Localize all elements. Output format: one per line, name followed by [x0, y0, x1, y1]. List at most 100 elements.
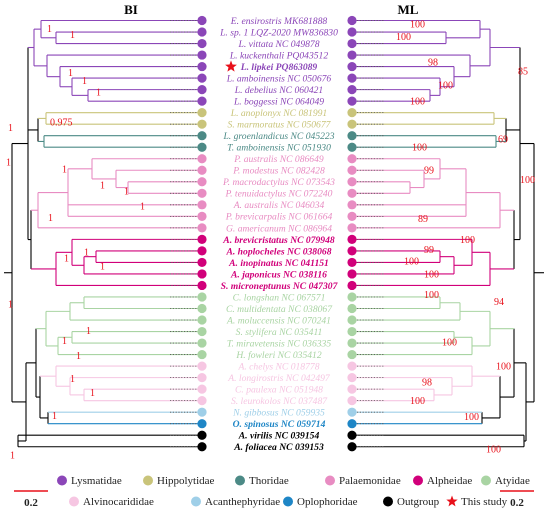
bi-support-value: 1 [100, 261, 105, 272]
taxon-label: A. hoplocheles NC 038068 [225, 246, 331, 257]
family-marker-right [347, 407, 357, 417]
family-marker-right [347, 430, 357, 440]
legend-label: Oplophoridae [297, 496, 358, 508]
legend-marker [283, 496, 293, 507]
bi-support-value: 1 [8, 123, 13, 134]
taxon-label: O. spinosus NC 059714 [233, 419, 326, 430]
family-marker-left [197, 142, 207, 152]
family-marker-left [197, 349, 207, 360]
family-marker-right [347, 315, 357, 325]
legend-marker [413, 475, 423, 486]
bi-support-value: 1 [124, 186, 129, 197]
family-marker-left [197, 61, 207, 72]
family-marker-right [347, 257, 357, 268]
taxon-label: P. tenuidactylus NC 072240 [225, 189, 333, 200]
bi-support-value: 1 [68, 68, 73, 79]
taxon-label: T. miravetensis NC 036335 [227, 338, 331, 349]
taxon-label: A. foliacea NC 039153 [233, 442, 324, 453]
ml-support-value: 99 [424, 166, 434, 177]
family-marker-right [347, 15, 357, 26]
taxon-label: A. moluccensis NC 070241 [226, 315, 331, 326]
legend-marker [57, 475, 67, 486]
family-marker-right [347, 27, 357, 37]
family-marker-right [347, 177, 357, 187]
ml-support-value: 100 [496, 362, 511, 373]
bi-support-value: 1 [86, 326, 91, 337]
family-marker-left [197, 154, 207, 164]
family-marker-left [197, 38, 207, 49]
ml-support-value: 100 [460, 235, 475, 246]
ml-header: ML [398, 2, 419, 17]
bi-header: BI [124, 2, 138, 17]
taxon-label: A. australis NC 046034 [233, 200, 325, 211]
taxon-label: A. virilis NC 039154 [238, 431, 320, 442]
taxon-label: G. americanum NC 086964 [226, 223, 332, 234]
legend-label: Alvinocarididae [83, 496, 154, 508]
taxon-label: L. kuckenthali PQ043512 [229, 50, 329, 61]
ml-support-value: 85 [518, 67, 528, 78]
bi-support-value: 1 [10, 450, 15, 461]
taxon-label: L. groenlandicus NC 045223 [222, 131, 334, 142]
family-marker-right [347, 338, 357, 348]
family-marker-left [197, 165, 207, 175]
bi-support-value: 1 [100, 181, 105, 192]
family-marker-left [197, 119, 207, 129]
family-marker-right [347, 108, 357, 118]
bi-scale-label: 0.2 [24, 497, 38, 509]
ml-support-value: 100 [410, 19, 425, 30]
taxon-label: A. longirostris NC 042497 [227, 373, 331, 384]
ml-support-value: 99 [424, 245, 434, 256]
family-marker-right [347, 223, 357, 233]
family-marker-left [197, 85, 207, 95]
taxon-label: T. amboinensis NC 051930 [227, 143, 331, 154]
family-marker-right [347, 85, 357, 95]
bi-support-value: 1 [48, 213, 53, 224]
family-marker-right [347, 200, 357, 210]
family-marker-right [347, 419, 357, 429]
legend-label: Thoridae [249, 475, 289, 487]
legend-label: This study [461, 496, 508, 508]
family-marker-right [347, 50, 357, 60]
ml-support-value: 94 [494, 297, 504, 308]
family-marker-left [197, 73, 207, 83]
family-marker-left [197, 430, 207, 440]
ml-tree-branches [352, 19, 544, 448]
ml-support-value: 98 [428, 57, 438, 68]
legend-label: Outgroup [397, 496, 440, 508]
taxon-label: L. debelius NC 060421 [234, 85, 323, 96]
family-marker-left [197, 407, 207, 417]
family-marker-left [197, 27, 207, 37]
family-marker-left [197, 15, 207, 26]
family-marker-left [197, 96, 207, 106]
bi-support-value: 0.975 [50, 117, 73, 128]
family-marker-right [347, 154, 357, 164]
ml-support-value: 69 [498, 135, 508, 146]
ml-support-value: 100 [404, 257, 419, 268]
family-marker-right [347, 211, 357, 221]
bi-support-value: 1 [52, 411, 57, 422]
ml-support-value: 100 [486, 445, 501, 456]
family-marker-right [347, 188, 357, 198]
family-marker-right [347, 280, 357, 291]
taxon-label: L. boggessi NC 064049 [233, 97, 324, 108]
ml-support-value: 100 [520, 175, 535, 186]
legend-label: Palaemonidae [339, 475, 401, 487]
family-marker-left [197, 188, 207, 198]
family-marker-left [197, 315, 207, 325]
family-marker-right [347, 38, 357, 49]
bi-support-value: 1 [64, 253, 69, 264]
taxon-label: L. anoplonyx NC 081991 [230, 108, 327, 119]
family-marker-left [197, 396, 207, 406]
bi-support-value: 1 [76, 351, 81, 362]
scale-bars: 0.2 0.2 [14, 490, 534, 509]
family-marker-left [197, 223, 207, 233]
family-marker-left [197, 338, 207, 348]
family-marker-right [347, 292, 357, 302]
family-marker-right [347, 234, 357, 244]
family-marker-right [347, 269, 357, 279]
bi-support-value: 1 [6, 158, 11, 169]
bi-support-value: 1 [70, 374, 75, 385]
family-marker-right [347, 442, 357, 452]
